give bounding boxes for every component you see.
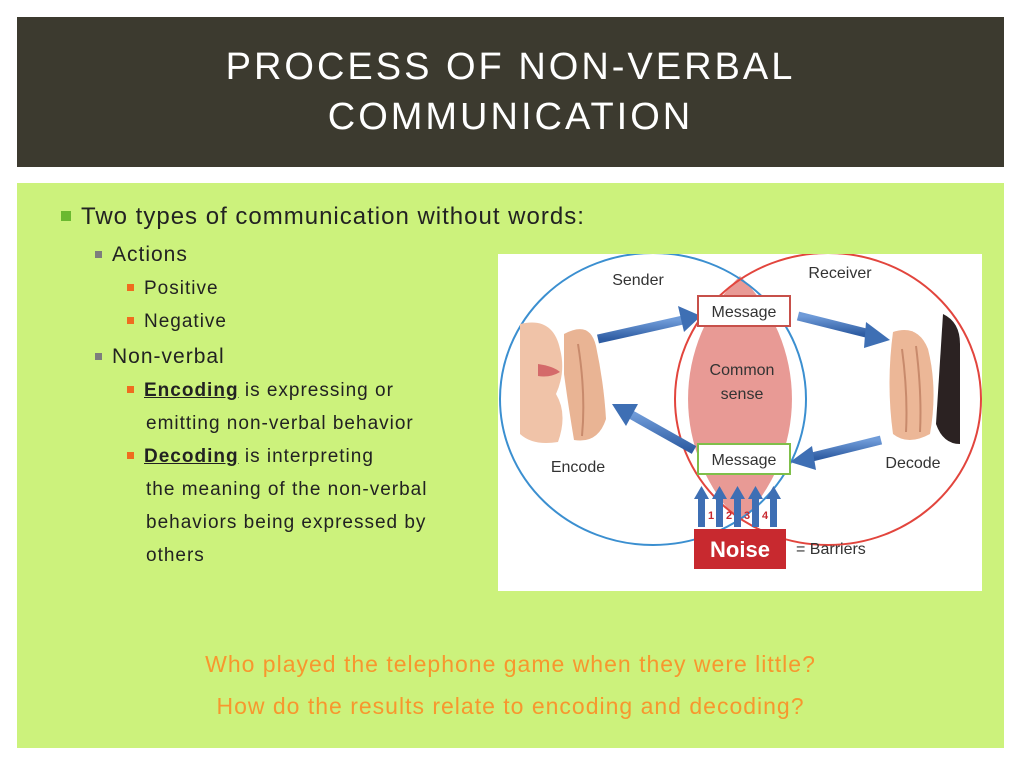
encoding-definition: is expressing or <box>238 380 394 401</box>
message-top-label: Message <box>712 304 777 321</box>
noise-number-3: 3 <box>744 510 750 522</box>
noise-arrows-icon <box>694 486 781 527</box>
noise-label: Noise <box>710 537 770 562</box>
bullet-negative-text: Negative <box>144 311 227 332</box>
decoding-definition: is interpreting <box>238 446 374 467</box>
arrow-sender-to-message-icon <box>597 306 701 344</box>
noise-number-2: 2 <box>726 510 732 522</box>
bullet-encoding: Encoding is expressing or <box>127 380 394 402</box>
noise-number-1: 1 <box>708 510 714 522</box>
message-box-bottom <box>697 443 791 475</box>
message-bottom-label: Message <box>712 452 777 469</box>
bullet-actions-text: Actions <box>112 243 188 266</box>
encode-label: Encode <box>551 459 605 476</box>
content-area: Two types of communication without words… <box>17 183 1004 748</box>
bullet-decoding: Decoding is interpreting <box>127 446 374 468</box>
receiver-circle <box>674 254 982 546</box>
square-bullet-icon <box>95 353 102 360</box>
bullet-main: Two types of communication without words… <box>61 203 585 231</box>
bullet-actions: Actions <box>95 243 188 267</box>
barriers-label: = Barriers <box>796 541 866 558</box>
bullet-positive-text: Positive <box>144 278 219 299</box>
title-bar: PROCESS OF NON-VERBAL COMMUNICATION <box>17 17 1004 167</box>
square-bullet-icon <box>127 317 134 324</box>
bullet-main-text: Two types of communication without words… <box>81 203 585 230</box>
square-bullet-icon <box>127 386 134 393</box>
decoding-continuation-1: the meaning of the non-verbal <box>146 479 428 500</box>
decoding-continuation-2: behaviors being expressed by <box>146 512 427 533</box>
arrow-message-to-sender-icon <box>612 404 697 454</box>
question-1: Who played the telephone game when they … <box>205 651 816 677</box>
communication-diagram-svg: Message Message Sender Receiver Common s… <box>499 254 982 569</box>
square-bullet-icon <box>61 211 71 221</box>
decode-label: Decode <box>885 455 940 472</box>
noise-box <box>694 529 786 569</box>
square-bullet-icon <box>127 452 134 459</box>
bullet-negative: Negative <box>127 311 227 333</box>
encoding-continuation: emitting non-verbal behavior <box>146 413 414 434</box>
arrow-message-to-receiver-icon <box>796 311 890 348</box>
sender-face-icon <box>520 322 606 443</box>
communication-diagram: Message Message Sender Receiver Common s… <box>498 254 982 591</box>
common-sense-line-2: sense <box>721 386 764 403</box>
receiver-label: Receiver <box>808 265 872 282</box>
bullet-nonverbal: Non-verbal <box>95 345 225 369</box>
bullet-nonverbal-text: Non-verbal <box>112 345 225 368</box>
decoding-continuation-3: others <box>146 545 205 566</box>
encoding-term: Encoding <box>144 380 239 401</box>
square-bullet-icon <box>95 251 102 258</box>
arrow-receiver-to-message-icon <box>790 435 883 470</box>
square-bullet-icon <box>127 284 134 291</box>
common-sense-line-1: Common <box>710 362 775 379</box>
receiver-hand-icon <box>889 314 960 444</box>
noise-number-4: 4 <box>762 510 769 522</box>
bullet-positive: Positive <box>127 278 219 300</box>
sender-label: Sender <box>612 272 664 289</box>
decoding-term: Decoding <box>144 446 239 467</box>
sender-circle <box>499 254 807 546</box>
message-box-top <box>697 295 791 327</box>
slide-title-line-1: PROCESS OF NON-VERBAL <box>225 46 796 88</box>
slide-title-line-2: COMMUNICATION <box>327 96 694 138</box>
question-2: How do the results relate to encoding an… <box>216 693 805 719</box>
